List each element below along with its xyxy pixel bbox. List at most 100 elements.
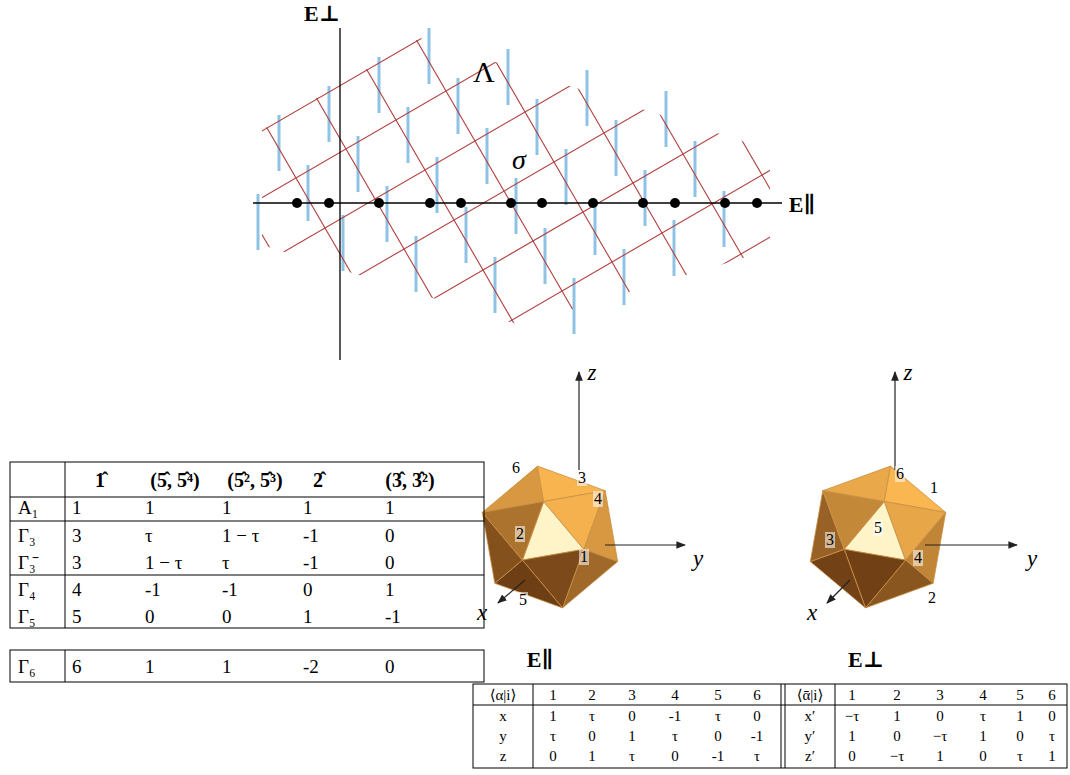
window-bars xyxy=(258,28,724,334)
table-cell: τ xyxy=(222,553,230,572)
table-cell: Γ₅ xyxy=(18,607,36,626)
table-rules xyxy=(10,462,1067,768)
table-header: (5̂², 5̂³) xyxy=(227,470,282,490)
table-cell: 0 xyxy=(714,729,722,744)
vertex-number: 2 xyxy=(515,526,525,542)
table-cell: 1 xyxy=(303,607,313,626)
point xyxy=(638,198,648,208)
lattice-line xyxy=(0,0,1006,258)
lattice-line xyxy=(0,0,1047,775)
window-bar xyxy=(436,157,439,213)
table-cell: 3 xyxy=(628,688,636,703)
table-cell: 0 xyxy=(385,657,395,676)
point xyxy=(506,198,516,208)
table-header: (5̂, 5̂⁴) xyxy=(150,470,199,490)
table-cell: 1 xyxy=(145,498,155,517)
point xyxy=(588,198,598,208)
axis-label: x xyxy=(807,601,817,624)
table-cell: −τ xyxy=(890,749,905,764)
window-bar xyxy=(586,70,589,126)
table-cell: 0 xyxy=(385,553,395,572)
window-bar xyxy=(386,186,389,242)
table-cell: 5 xyxy=(1016,688,1024,703)
table-cell: 1 xyxy=(145,657,155,676)
vertex-number: 2 xyxy=(927,590,937,606)
icosahedron-face xyxy=(482,502,543,561)
point xyxy=(456,198,466,208)
point xyxy=(537,198,547,208)
axis-label: E⊥ xyxy=(304,3,340,25)
table-cell: -1 xyxy=(385,607,401,626)
table-cell: 1 xyxy=(222,657,232,676)
table-cell: 0 xyxy=(145,607,155,626)
lattice-line xyxy=(0,0,247,775)
table-cell: 1 xyxy=(979,729,987,744)
lattice-label: Λ xyxy=(473,57,495,87)
axis-label: z xyxy=(588,361,597,384)
table-cell: -1 xyxy=(751,729,764,744)
lattice-line xyxy=(37,0,1070,775)
window-bar xyxy=(342,215,345,271)
window-label: σ xyxy=(512,146,526,174)
window-bar xyxy=(665,91,668,147)
lattice-line xyxy=(0,0,1035,308)
table-cell: τ xyxy=(1017,749,1023,764)
lattice-line xyxy=(287,0,1070,775)
table-cell: Γ₃̄ xyxy=(18,553,36,572)
axis-label: z xyxy=(904,361,913,384)
table-cell: x′ xyxy=(805,709,816,724)
window-bar xyxy=(623,249,626,305)
table-cell: 0 xyxy=(222,607,232,626)
table-cell: 1 xyxy=(848,729,856,744)
vertex-number: 1 xyxy=(579,549,589,565)
table-cell: 1 xyxy=(303,498,313,517)
table-cell: -1 xyxy=(712,749,725,764)
table-cell: -1 xyxy=(222,580,238,599)
table-cell: τ xyxy=(145,526,153,545)
table-cell: 1 xyxy=(628,729,636,744)
table-cell: 1 xyxy=(385,580,395,599)
axis-label: x xyxy=(477,601,487,624)
table-cell: 1 xyxy=(72,498,82,517)
table-cell: ⟨α|i⟩ xyxy=(490,688,517,703)
table-cell: 1 xyxy=(549,709,557,724)
table-cell: -2 xyxy=(303,657,319,676)
vertex-number: 5 xyxy=(873,520,883,536)
table-cell: −τ xyxy=(845,709,860,724)
table-cell: 0 xyxy=(848,749,856,764)
lattice-line xyxy=(0,98,1070,775)
point xyxy=(374,198,384,208)
point xyxy=(324,198,334,208)
table-cell: 1 xyxy=(549,688,557,703)
table-cell: 1 xyxy=(222,498,232,517)
table-cell: z xyxy=(500,749,507,764)
table-cell: 1 xyxy=(588,749,596,764)
table-cell: τ xyxy=(980,709,986,724)
table-cell: x xyxy=(499,709,507,724)
window-bar xyxy=(328,86,331,142)
lattice-line xyxy=(0,0,797,775)
vertex-number: 1 xyxy=(929,480,939,496)
lattice-line xyxy=(0,0,1070,758)
window-bar xyxy=(565,149,568,205)
vertex-number: 4 xyxy=(593,491,603,507)
lattice-line xyxy=(0,48,1070,775)
window-bar xyxy=(694,141,697,197)
projected-points xyxy=(292,198,762,208)
table-cell: 6 xyxy=(753,688,761,703)
vertex-number: 3 xyxy=(825,532,835,548)
point xyxy=(752,198,762,208)
table-cell: 0 xyxy=(1016,729,1024,744)
icosahedron xyxy=(482,466,617,608)
lattice-line xyxy=(0,0,948,158)
table-cell: y′ xyxy=(805,729,816,744)
window-bar xyxy=(544,228,547,284)
table-cell: 0 xyxy=(979,749,987,764)
table-cell: Γ₆ xyxy=(18,657,36,676)
